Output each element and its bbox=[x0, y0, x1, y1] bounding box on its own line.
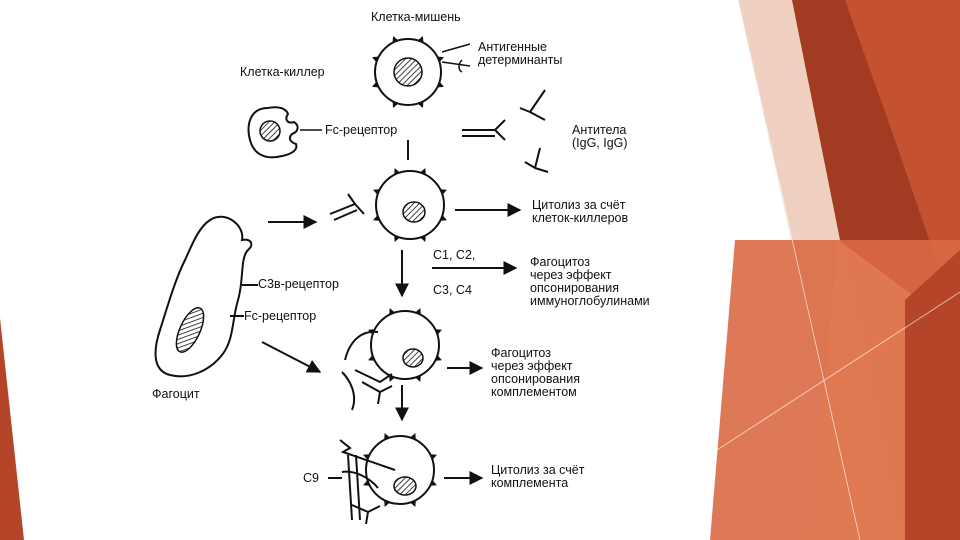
antibodies-line-2: (IgG, IgG) bbox=[572, 137, 628, 150]
lysed-cell bbox=[363, 433, 437, 507]
label-c3-c4: C3, C4 bbox=[433, 284, 472, 297]
opsonized-cell bbox=[373, 168, 447, 242]
cytolysis-killers-line-2: клеток-киллеров bbox=[532, 212, 628, 225]
label-fc-receptor-top: Fc-рецептор bbox=[325, 124, 397, 137]
cell4-antibody bbox=[352, 505, 380, 524]
label-phago-immuno: Фагоцитоз через эффект опсонирования имм… bbox=[530, 256, 650, 308]
killer-cell bbox=[249, 107, 298, 157]
label-c3b-receptor: C3в-рецептор bbox=[258, 278, 339, 291]
antibody-3 bbox=[525, 148, 548, 172]
cytolysis-complement-line-2: комплемента bbox=[491, 477, 584, 490]
cell2-antibody bbox=[330, 194, 364, 220]
label-c9: C9 bbox=[303, 472, 319, 485]
label-c1-c2: C1, C2, bbox=[433, 249, 475, 262]
label-cytolysis-killers: Цитолиз за счёт клеток-киллеров bbox=[532, 199, 628, 225]
cell3-antibody bbox=[362, 382, 392, 404]
phagocytosed-cell-body bbox=[371, 311, 439, 379]
target-cell-nucleus bbox=[394, 58, 422, 86]
phagocytosed-cell-nucleus bbox=[403, 349, 423, 367]
arrow-phagocyte-to-cell3 bbox=[262, 342, 320, 372]
label-phago-complement: Фагоцитоз через эффект опсонирования ком… bbox=[491, 347, 580, 399]
label-fc-receptor-phagocyte: Fc-рецептор bbox=[244, 310, 316, 323]
lysed-cell-nucleus bbox=[394, 477, 416, 495]
opsonized-cell-nucleus bbox=[403, 202, 425, 222]
phago-immuno-line-4: иммуноглобулинами bbox=[530, 295, 650, 308]
killer-cell-nucleus bbox=[260, 121, 280, 141]
phagocyte bbox=[156, 217, 252, 377]
antigen-pointer bbox=[442, 44, 470, 72]
label-killer-cell: Клетка-киллер bbox=[240, 66, 325, 79]
phagocytosed-cell bbox=[368, 308, 442, 382]
antibody-1 bbox=[462, 120, 505, 140]
antibody-group bbox=[462, 90, 548, 172]
label-target-cell: Клетка-мишень bbox=[371, 11, 461, 24]
phago-complement-line-4: комплементом bbox=[491, 386, 580, 399]
label-antibodies: Антитела (IgG, IgG) bbox=[572, 124, 628, 150]
antibody-2 bbox=[520, 90, 545, 120]
phagocyte-body bbox=[156, 217, 252, 377]
label-phagocyte: Фагоцит bbox=[152, 388, 200, 401]
label-antigenic-determinants: Антигенные детерминанты bbox=[478, 41, 562, 67]
label-cytolysis-complement: Цитолиз за счёт комплемента bbox=[491, 464, 584, 490]
target-cell bbox=[372, 36, 444, 108]
antigenic-line-2: детерминанты bbox=[478, 54, 562, 67]
